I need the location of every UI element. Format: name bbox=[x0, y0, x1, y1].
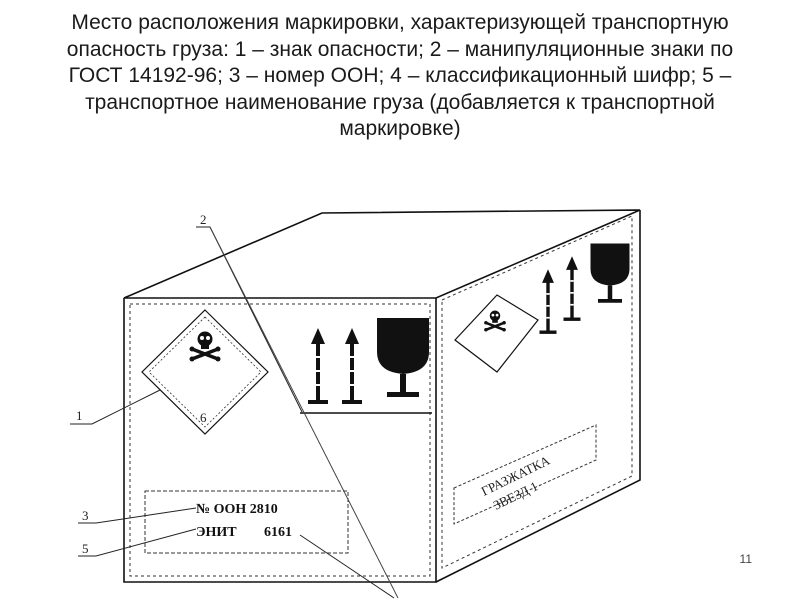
svg-text:6: 6 bbox=[200, 410, 207, 425]
fragile-glass-icon bbox=[377, 318, 429, 397]
handling-marks-side bbox=[539, 243, 630, 334]
class-code-text: 6161 bbox=[264, 525, 292, 540]
box-outline bbox=[123, 209, 641, 583]
fragile-glass-icon bbox=[590, 243, 630, 303]
this-way-up-arrow-icon bbox=[342, 328, 362, 404]
callout-1: 1 bbox=[76, 408, 83, 423]
side-label: ГРАЗЖАТКА ЗВЕЗД 1 bbox=[453, 424, 597, 525]
hazard-diamond-front: 6 bbox=[141, 309, 269, 435]
callout-3: 3 bbox=[82, 508, 89, 523]
page-number: 11 bbox=[739, 552, 752, 566]
callout-lines bbox=[70, 226, 399, 599]
hazard-diamond-side bbox=[454, 294, 539, 373]
this-way-up-arrow-icon bbox=[539, 269, 557, 334]
shipping-name-text: ЭНИТ bbox=[196, 525, 237, 540]
un-number-text: № ООН 2810 bbox=[196, 502, 278, 517]
this-way-up-arrow-icon bbox=[308, 328, 328, 404]
slide-title: Место расположения маркировки, характери… bbox=[66, 11, 734, 140]
marking-zones bbox=[129, 215, 633, 577]
callout-2: 2 bbox=[200, 212, 207, 227]
un-number-label: № ООН 2810 ЭНИТ 6161 bbox=[144, 490, 349, 554]
this-way-up-arrow-icon bbox=[563, 256, 581, 321]
callout-5: 5 bbox=[82, 541, 89, 556]
handling-marks-front bbox=[300, 318, 432, 414]
